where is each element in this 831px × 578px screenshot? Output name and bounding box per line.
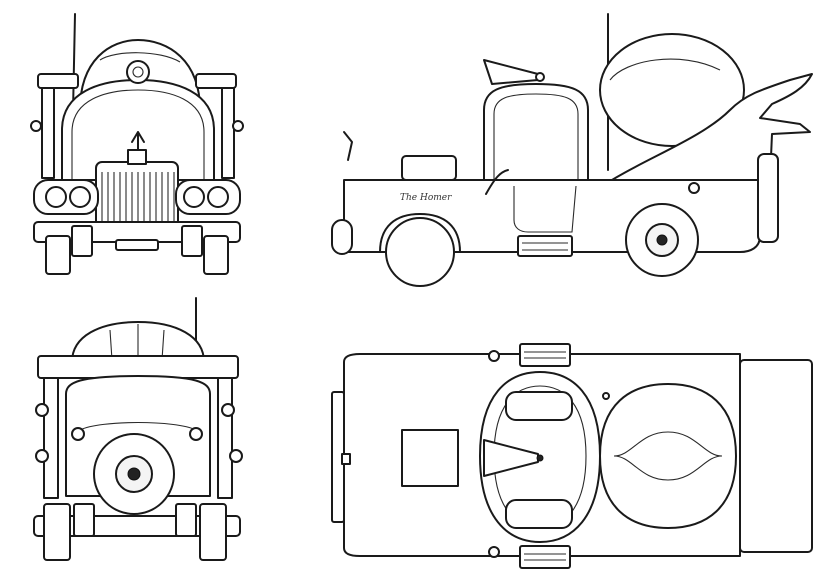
rear-view	[33, 297, 243, 561]
side-hood-box	[401, 155, 457, 181]
top-step-left	[519, 343, 571, 367]
roof-lamp	[126, 60, 150, 84]
rear-rollbar	[37, 355, 239, 379]
side-vent	[517, 235, 573, 257]
rear-tyre-left	[43, 503, 71, 561]
side-front-wheel	[385, 217, 455, 287]
top-bubble	[599, 383, 737, 529]
rear-tyre-right	[199, 503, 227, 561]
front-view	[30, 13, 244, 275]
headlight-left-inner	[69, 186, 91, 208]
front-tyre-right	[203, 235, 229, 275]
headlight-right-outer	[207, 186, 229, 208]
top-rear-deck	[739, 359, 813, 553]
side-bubble	[599, 33, 745, 147]
top-hood-box	[401, 429, 459, 487]
front-antenna	[72, 13, 76, 113]
front-tyre-left	[45, 235, 71, 275]
side-cabin	[483, 83, 589, 187]
top-view	[331, 343, 813, 569]
horn	[483, 59, 539, 85]
headlight-right-inner	[183, 186, 205, 208]
side-badge: The Homer	[400, 193, 452, 203]
side-view: The Homer	[331, 13, 813, 287]
headlight-left-outer	[45, 186, 67, 208]
top-step-right	[519, 545, 571, 569]
top-horn	[483, 439, 539, 477]
